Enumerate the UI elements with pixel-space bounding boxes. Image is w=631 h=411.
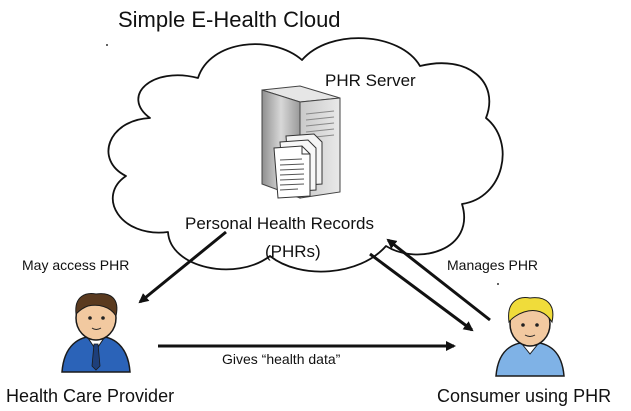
arrow-may-access [138, 230, 227, 304]
stray-dot [106, 44, 108, 46]
records-abbrev-label: (PHRs) [265, 242, 321, 261]
documents-icon [273, 133, 323, 199]
server-label: PHR Server [325, 71, 416, 90]
actor-label-provider: Health Care Provider [6, 386, 175, 406]
stray-dot [497, 283, 499, 285]
doctor-person-icon [61, 293, 131, 373]
records-label: Personal Health Records [185, 214, 374, 233]
edge-label-may-access: May access PHR [22, 257, 130, 273]
edge-label-gives: Gives “health data” [222, 351, 341, 367]
arrow-to-consumer [369, 252, 474, 332]
arrow-manages [386, 238, 491, 322]
diagram-title: Simple E-Health Cloud [118, 7, 341, 32]
edge-label-manages: Manages PHR [447, 257, 539, 273]
actor-label-consumer: Consumer using PHR [437, 386, 612, 406]
patient-person-icon [495, 297, 565, 377]
